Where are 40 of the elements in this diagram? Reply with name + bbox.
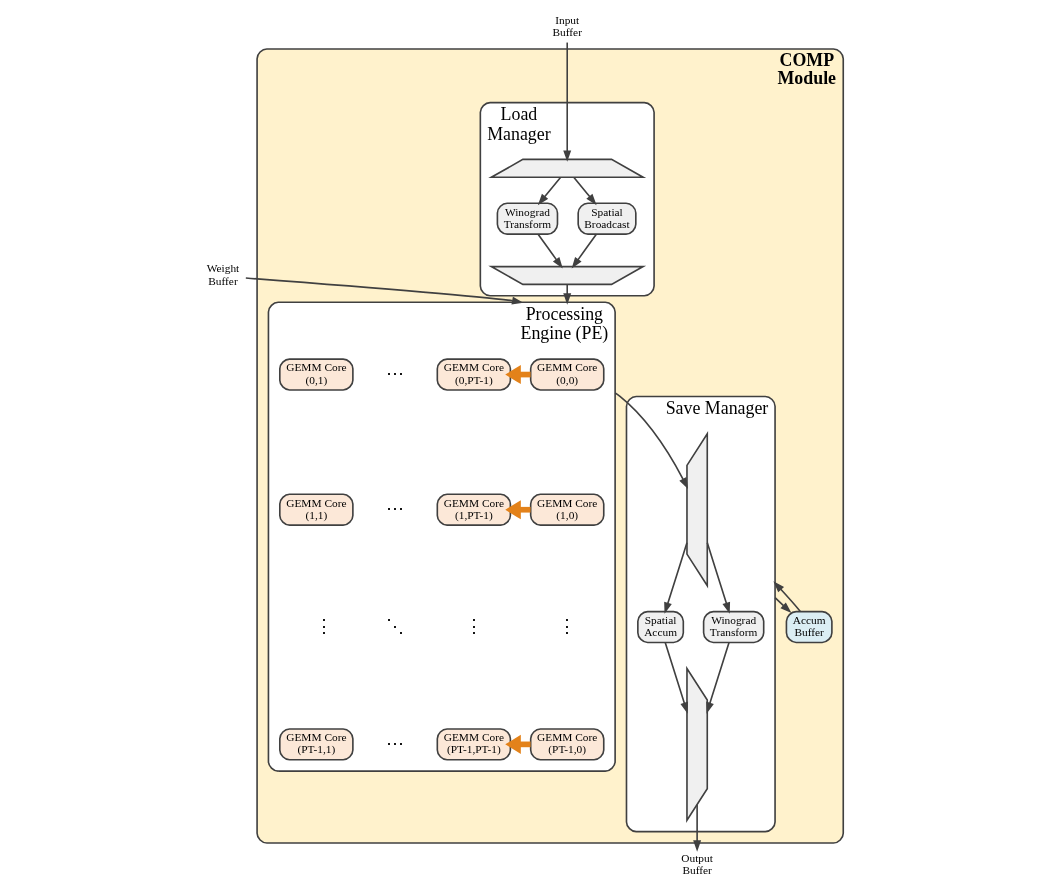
arrow (537, 233, 563, 269)
node-box: Accum Buffer (785, 610, 833, 644)
node-box: GEMM Core (PT-1,0) (529, 728, 605, 761)
arrow (537, 176, 562, 206)
node-box: GEMM Core (1,PT-1) (436, 493, 512, 526)
node-box: Spatial Accum (637, 610, 685, 644)
node-trapezoid (686, 431, 709, 589)
node-text: Input Buffer (552, 13, 582, 39)
arrow (706, 641, 730, 714)
node-box: Winograd Transform (702, 610, 765, 644)
node-trapezoid (686, 665, 709, 824)
node-box: Spatial Broadcast (577, 202, 637, 235)
node-box: Winograd Transform (496, 202, 559, 235)
arrow (573, 176, 597, 206)
node-trapezoid (488, 158, 647, 179)
arrow (563, 283, 572, 305)
label: ⋮ (314, 615, 333, 636)
node-box: GEMM Core (0,0) (529, 358, 605, 391)
label: ⋱ (386, 615, 405, 636)
arrow (664, 641, 689, 714)
label: ⋯ (386, 363, 405, 384)
node-box: GEMM Core (PT-1,1) (279, 728, 354, 761)
node-box: GEMM Core (0,1) (279, 358, 354, 391)
arrow (245, 277, 524, 305)
node-trapezoid (488, 265, 647, 286)
label: ⋮ (464, 615, 483, 636)
arrow (571, 233, 598, 269)
node-box: GEMM Core (0,PT-1) (436, 358, 512, 391)
node-box: GEMM Core (PT-1,PT-1) (436, 728, 512, 761)
node-box: GEMM Core (1,0) (529, 493, 605, 526)
label: ⋯ (386, 498, 405, 519)
label: ⋮ (558, 615, 577, 636)
node-text: Output Buffer (681, 851, 713, 877)
node-text: Weight Buffer (206, 262, 240, 287)
label: ⋯ (386, 732, 405, 753)
arrow (706, 541, 731, 614)
arrow (563, 41, 572, 162)
arrow (693, 803, 702, 852)
arrow (664, 541, 688, 614)
node-box: GEMM Core (1,1) (279, 493, 354, 526)
